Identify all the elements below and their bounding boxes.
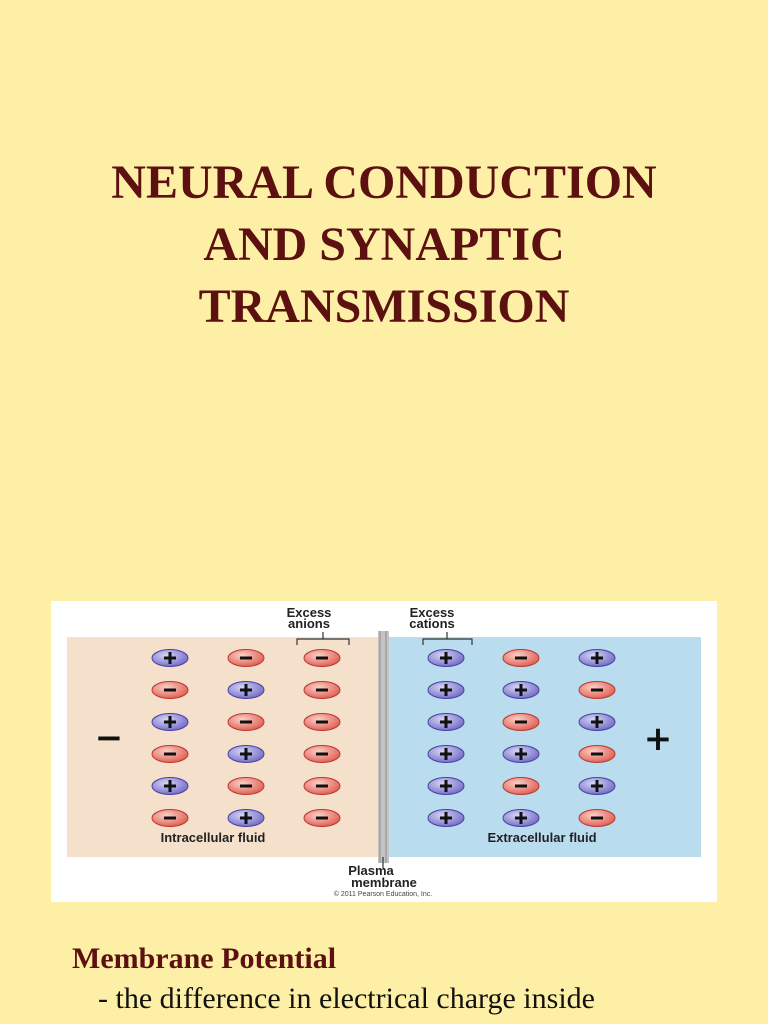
anion-ion-intracellular-r4c1 bbox=[151, 745, 189, 763]
anion-ion-extracellular-r5c2 bbox=[502, 777, 540, 795]
anion-ion-intracellular-r6c1 bbox=[151, 809, 189, 827]
excess-anions-bracket bbox=[296, 632, 350, 645]
excess-cations-label-1: Excess bbox=[410, 605, 455, 620]
anion-ion-extracellular-r4c3 bbox=[578, 745, 616, 763]
anion-ion-extracellular-r6c3 bbox=[578, 809, 616, 827]
cation-ion-intracellular-r5c1 bbox=[151, 777, 189, 795]
intracellular-label: Intracellular fluid bbox=[161, 830, 266, 845]
anion-ion-intracellular-r5c3 bbox=[303, 777, 341, 795]
section-heading: Membrane Potential bbox=[72, 942, 337, 975]
copyright-text: © 2011 Pearson Education, Inc. bbox=[334, 890, 432, 898]
positive-sign: + bbox=[644, 719, 673, 759]
plasma-membrane-label-2: membrane bbox=[351, 875, 417, 890]
negative-sign: − bbox=[95, 718, 124, 758]
anion-ion-intracellular-r4c3 bbox=[303, 745, 341, 763]
section-description: - the difference in electrical charge in… bbox=[98, 982, 595, 1015]
cation-ion-intracellular-r1c1 bbox=[151, 649, 189, 667]
title-line-3: TRANSMISSION bbox=[198, 280, 570, 333]
anion-ion-intracellular-r6c3 bbox=[303, 809, 341, 827]
cation-ion-extracellular-r1c1 bbox=[427, 649, 465, 667]
excess-cations-label-2: cations bbox=[409, 616, 455, 631]
anion-ion-intracellular-r3c3 bbox=[303, 713, 341, 731]
plasma-membrane-label-1: Plasma bbox=[348, 863, 394, 878]
intracellular-ions bbox=[151, 649, 341, 827]
cation-ion-extracellular-r5c3 bbox=[578, 777, 616, 795]
cation-ion-extracellular-r4c1 bbox=[427, 745, 465, 763]
excess-anions-label-1: Excess bbox=[287, 605, 332, 620]
title-line-1: NEURAL CONDUCTION bbox=[111, 156, 657, 209]
cation-ion-intracellular-r3c1 bbox=[151, 713, 189, 731]
cation-ion-extracellular-r1c3 bbox=[578, 649, 616, 667]
excess-cations-bracket bbox=[422, 632, 473, 645]
cation-ion-intracellular-r4c2 bbox=[227, 745, 265, 763]
cation-ion-extracellular-r3c3 bbox=[578, 713, 616, 731]
anion-ion-intracellular-r5c2 bbox=[227, 777, 265, 795]
anion-ion-extracellular-r3c2 bbox=[502, 713, 540, 731]
cation-ion-extracellular-r2c1 bbox=[427, 681, 465, 699]
slide-title: NEURAL CONDUCTION AND SYNAPTIC TRANSMISS… bbox=[0, 152, 768, 338]
cation-ion-extracellular-r3c1 bbox=[427, 713, 465, 731]
anion-ion-intracellular-r1c2 bbox=[227, 649, 265, 667]
cation-ion-extracellular-r4c2 bbox=[502, 745, 540, 763]
extracellular-label: Extracellular fluid bbox=[487, 830, 596, 845]
excess-anions-label-2: anions bbox=[288, 616, 330, 631]
cation-ion-intracellular-r2c2 bbox=[227, 681, 265, 699]
title-line-2: AND SYNAPTIC bbox=[203, 218, 565, 271]
cation-ion-extracellular-r5c1 bbox=[427, 777, 465, 795]
plasma-membrane bbox=[378, 631, 389, 863]
anion-ion-intracellular-r2c3 bbox=[303, 681, 341, 699]
cation-ion-intracellular-r6c2 bbox=[227, 809, 265, 827]
anion-ion-extracellular-r2c3 bbox=[578, 681, 616, 699]
anion-ion-intracellular-r3c2 bbox=[227, 713, 265, 731]
cation-ion-extracellular-r6c1 bbox=[427, 809, 465, 827]
anion-ion-intracellular-r2c1 bbox=[151, 681, 189, 699]
anion-ion-intracellular-r1c3 bbox=[303, 649, 341, 667]
cation-ion-extracellular-r6c2 bbox=[502, 809, 540, 827]
membrane-potential-figure: Excess anions Excess cations Intracellul… bbox=[51, 601, 717, 902]
extracellular-ions bbox=[427, 649, 616, 827]
anion-ion-extracellular-r1c2 bbox=[502, 649, 540, 667]
cation-ion-extracellular-r2c2 bbox=[502, 681, 540, 699]
